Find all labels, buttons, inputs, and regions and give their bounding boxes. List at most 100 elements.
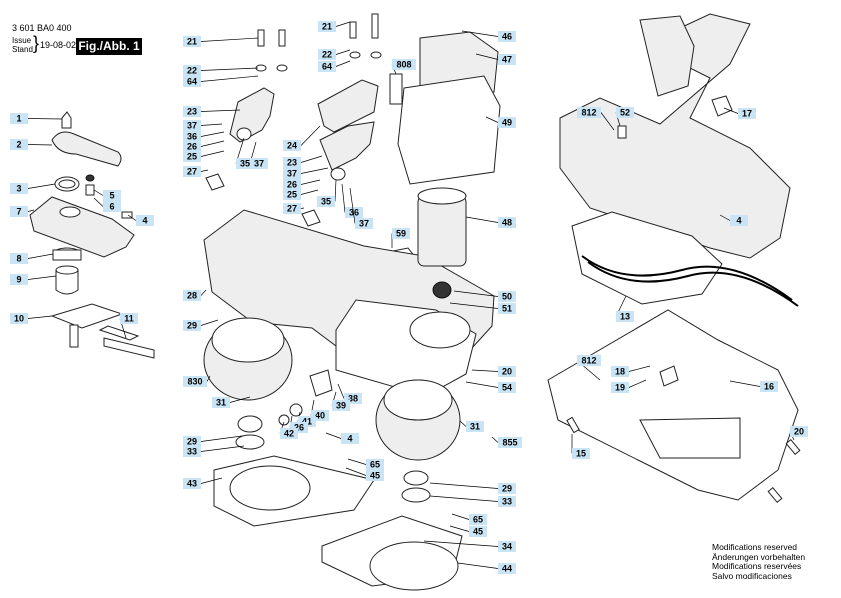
callout-c36b: 36 xyxy=(341,183,363,218)
callout-label: 4 xyxy=(347,434,352,444)
callout-leader-line xyxy=(200,319,219,326)
callout-label: 830 xyxy=(187,377,202,387)
callout-leader-line xyxy=(27,183,56,189)
callout-label: 22 xyxy=(187,66,197,76)
callout-leader-line xyxy=(206,375,211,382)
callout-c36a: 36 xyxy=(183,131,225,142)
callout-label: 39 xyxy=(336,401,346,411)
callout-leader-line xyxy=(200,67,259,71)
callout-label: 4 xyxy=(736,216,741,226)
callout-c35a: 35 xyxy=(235,137,254,169)
callout-leader-line xyxy=(27,275,57,280)
callout-tag-bg xyxy=(283,157,301,168)
callout-label: 25 xyxy=(187,152,197,162)
callout-c27b: 27 xyxy=(283,203,305,214)
callout-c44: 44 xyxy=(457,562,516,574)
callout-label: 11 xyxy=(124,314,134,324)
callout-c39: 39 xyxy=(331,391,350,411)
callout-label: 26 xyxy=(294,423,304,433)
callout-c23b: 23 xyxy=(283,155,323,168)
callout-tag-bg xyxy=(498,291,516,302)
callout-c855: 855 xyxy=(491,436,522,448)
callout-label: 51 xyxy=(502,304,512,314)
callout-tag-bg xyxy=(103,201,121,212)
callout-tag-bg xyxy=(498,366,516,377)
callout-tag-bg xyxy=(103,190,121,201)
callout-tag-bg xyxy=(392,59,416,70)
callout-leader-line xyxy=(349,187,356,224)
callout-label: 37 xyxy=(187,121,197,131)
callout-label: 43 xyxy=(187,479,197,489)
callout-tag-bg xyxy=(469,514,487,525)
callout-tag-bg xyxy=(611,366,629,377)
callout-c27a: 27 xyxy=(183,166,209,177)
callout-leader-line xyxy=(200,123,223,126)
callout-tag-bg xyxy=(498,117,516,128)
callout-c29a: 29 xyxy=(183,319,219,331)
callout-tag-bg xyxy=(183,478,201,489)
callout-tag-bg xyxy=(120,313,138,324)
callout-tag-bg xyxy=(498,31,516,42)
callout-tag-bg xyxy=(183,376,207,387)
callout-tag-bg xyxy=(183,446,201,457)
callout-leader-line xyxy=(457,562,499,569)
callout-leader-line xyxy=(471,369,499,372)
callout-label: 8 xyxy=(16,254,21,264)
callout-leader-line xyxy=(465,216,499,223)
callout-c23a: 23 xyxy=(183,106,241,117)
callout-leader-line xyxy=(325,432,342,439)
callout-label: 26 xyxy=(187,142,197,152)
callout-leader-line xyxy=(423,540,499,547)
callout-c31b: 31 xyxy=(459,420,484,432)
callout-c19: 19 xyxy=(611,379,647,393)
callout-c22b: 22 xyxy=(318,49,351,60)
callout-label: 808 xyxy=(396,60,411,70)
callout-leader-line xyxy=(600,112,615,131)
callout-tag-bg xyxy=(730,215,748,226)
callout-leader-line xyxy=(27,209,35,212)
callout-c7: 7 xyxy=(10,206,35,217)
callout-leader-line xyxy=(27,118,63,120)
callout-label: 35 xyxy=(240,159,250,169)
parts-artwork xyxy=(29,13,801,591)
callout-leader-line xyxy=(27,144,53,146)
callout-leader-line xyxy=(334,179,337,202)
callout-c13: 13 xyxy=(615,295,634,322)
callout-c45b: 45 xyxy=(449,525,487,537)
callout-label: 5 xyxy=(109,191,114,201)
callout-tag-bg xyxy=(10,313,28,324)
callout-leader-line xyxy=(200,445,245,452)
callout-leader-line xyxy=(300,125,321,146)
callout-c26a: 26 xyxy=(183,140,225,152)
callout-label: 26 xyxy=(287,180,297,190)
callout-label: 855 xyxy=(502,438,517,448)
issue-date: 19-08-02 xyxy=(40,40,77,50)
callout-label: 21 xyxy=(322,22,332,32)
callout-label: 20 xyxy=(794,427,804,437)
callout-c28: 28 xyxy=(183,289,207,301)
callout-c8: 8 xyxy=(10,253,54,264)
callout-c29c: 29 xyxy=(429,482,516,494)
callout-c26b: 26 xyxy=(283,179,321,190)
callout-tag-bg xyxy=(790,426,808,437)
callout-tag-bg xyxy=(183,76,201,87)
callout-c37b: 37 xyxy=(249,141,268,169)
callout-label: 29 xyxy=(502,484,512,494)
callout-tag-bg xyxy=(183,65,201,76)
callout-label: 36 xyxy=(349,208,359,218)
callout-label: 20 xyxy=(502,367,512,377)
callout-c47: 47 xyxy=(475,53,516,65)
callout-tag-bg xyxy=(10,206,28,217)
modifications-line-de: Änderungen vorbehalten xyxy=(712,551,806,562)
callout-tag-bg xyxy=(366,470,384,481)
callout-leader-line xyxy=(200,435,243,442)
callout-leader-line xyxy=(475,53,499,60)
callout-leader-line xyxy=(27,315,53,319)
callout-tag-bg xyxy=(498,217,516,228)
callout-tag-bg xyxy=(341,433,359,444)
callout-leader-line xyxy=(429,495,499,502)
callout-leader-line xyxy=(300,155,323,163)
callout-leader-line xyxy=(300,207,305,209)
callout-tag-bg xyxy=(498,437,522,448)
